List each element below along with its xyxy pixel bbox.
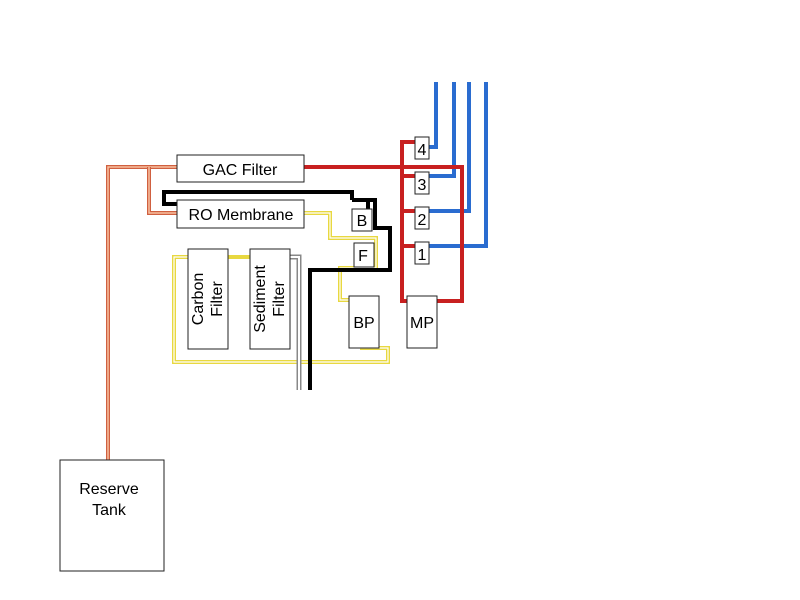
- b-label: B: [357, 213, 368, 230]
- gac-filter: GAC Filter: [176, 154, 305, 183]
- port-3-label: 3: [418, 177, 427, 194]
- blue-pipes: [428, 82, 488, 248]
- gac-filter-label: GAC Filter: [203, 162, 278, 179]
- yellow-pipes: [172, 211, 390, 364]
- bp-label: BP: [353, 315, 374, 332]
- ro-membrane-label: RO Membrane: [189, 207, 294, 224]
- grey-pipe: [290, 254, 302, 390]
- port-2: 2: [414, 206, 430, 230]
- red-pipes: [283, 140, 464, 303]
- port-3: 3: [414, 171, 430, 195]
- sediment-filter-label-2: Filter: [271, 281, 288, 317]
- reserve-tank: Reserve Tank: [59, 459, 165, 572]
- carbon-filter-label-2: Filter: [209, 281, 226, 317]
- carbon-filter: Carbon Filter: [187, 248, 229, 350]
- mp-label: MP: [410, 315, 434, 332]
- f-component: F: [353, 242, 375, 268]
- port-1-label: 1: [418, 247, 427, 264]
- f-label: F: [358, 248, 368, 265]
- reserve-tank-label-1: Reserve: [79, 481, 139, 498]
- sediment-filter-label-1: Sediment: [252, 265, 269, 333]
- bp-component: BP: [348, 295, 380, 349]
- b-component: B: [351, 208, 373, 232]
- port-4-label: 4: [418, 142, 427, 159]
- port-4: 4: [414, 136, 430, 160]
- carbon-filter-label-1: Carbon: [190, 273, 207, 325]
- ro-membrane: RO Membrane: [176, 199, 305, 229]
- orange-pipe: [106, 165, 178, 460]
- sediment-filter: Sediment Filter: [249, 248, 291, 350]
- reserve-tank-label-2: Tank: [92, 502, 127, 519]
- port-1: 1: [414, 241, 430, 265]
- mp-component: MP: [406, 295, 438, 349]
- port-2-label: 2: [418, 212, 427, 229]
